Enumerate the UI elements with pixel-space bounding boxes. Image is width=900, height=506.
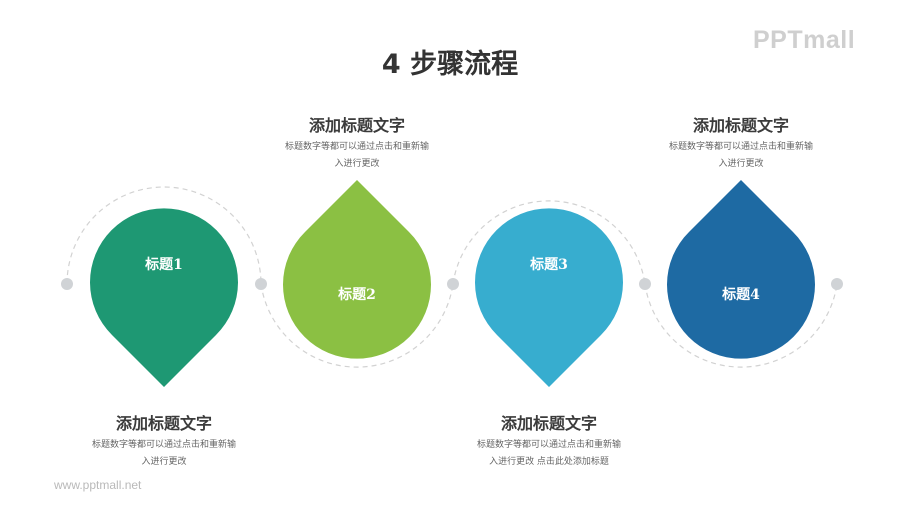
step-2-heading: 添加标题文字: [308, 116, 405, 135]
footer-url: www.pptmall.net: [54, 478, 142, 492]
connector-arc-3: [452, 200, 646, 285]
step-3-desc-line-1: 标题数字等都可以通过点击和重新输: [476, 440, 621, 450]
connector-nodes: [61, 278, 843, 290]
drop-shape-4: [667, 180, 815, 359]
node-dot-4: [639, 278, 651, 290]
step-4-desc-line-1: 标题数字等都可以通过点击和重新输: [668, 142, 813, 152]
node-dot-3: [447, 278, 459, 290]
step-3-desc-line-2: 入进行更改 点击此处添加标题: [489, 457, 609, 467]
brand-logo: PPTmall: [753, 26, 856, 54]
step-2-desc-line-1: 标题数字等都可以通过点击和重新输: [284, 142, 429, 152]
step-1-description: 标题数字等都可以通过点击和重新输 入进行更改: [69, 437, 259, 471]
step-1-desc-line-1: 标题数字等都可以通过点击和重新输: [91, 440, 236, 450]
drop-label-3: 标题3: [530, 257, 568, 273]
drop-label-1: 标题1: [145, 257, 183, 273]
drop-label-4: 标题4: [722, 287, 760, 303]
step-3-description: 标题数字等都可以通过点击和重新输 入进行更改 点击此处添加标题: [454, 437, 644, 471]
step-3-heading: 添加标题文字: [500, 414, 597, 433]
step-4-description: 标题数字等都可以通过点击和重新输 入进行更改: [646, 139, 836, 173]
step-4-desc-line-2: 入进行更改: [718, 159, 764, 169]
drop-shape-3: [475, 208, 624, 387]
drop-shape-1: [90, 208, 239, 387]
node-dot-5: [831, 278, 843, 290]
drop-shape-2: [283, 180, 432, 359]
connector-arc-2: [260, 283, 454, 368]
page-title: 4 步骤流程: [381, 49, 519, 80]
drop-label-2: 标题2: [338, 287, 376, 303]
dashed-connectors: [66, 186, 838, 368]
step-2-description: 标题数字等都可以通过点击和重新输 入进行更改: [262, 139, 452, 173]
step-4-heading: 添加标题文字: [692, 116, 789, 135]
step-2-desc-line-2: 入进行更改: [334, 159, 380, 169]
step-1-heading: 添加标题文字: [115, 414, 212, 433]
connector-arc-4: [644, 283, 838, 368]
node-dot-1: [61, 278, 73, 290]
connector-arc-1: [66, 186, 262, 285]
node-dot-2: [255, 278, 267, 290]
step-1-desc-line-2: 入进行更改: [141, 457, 187, 467]
